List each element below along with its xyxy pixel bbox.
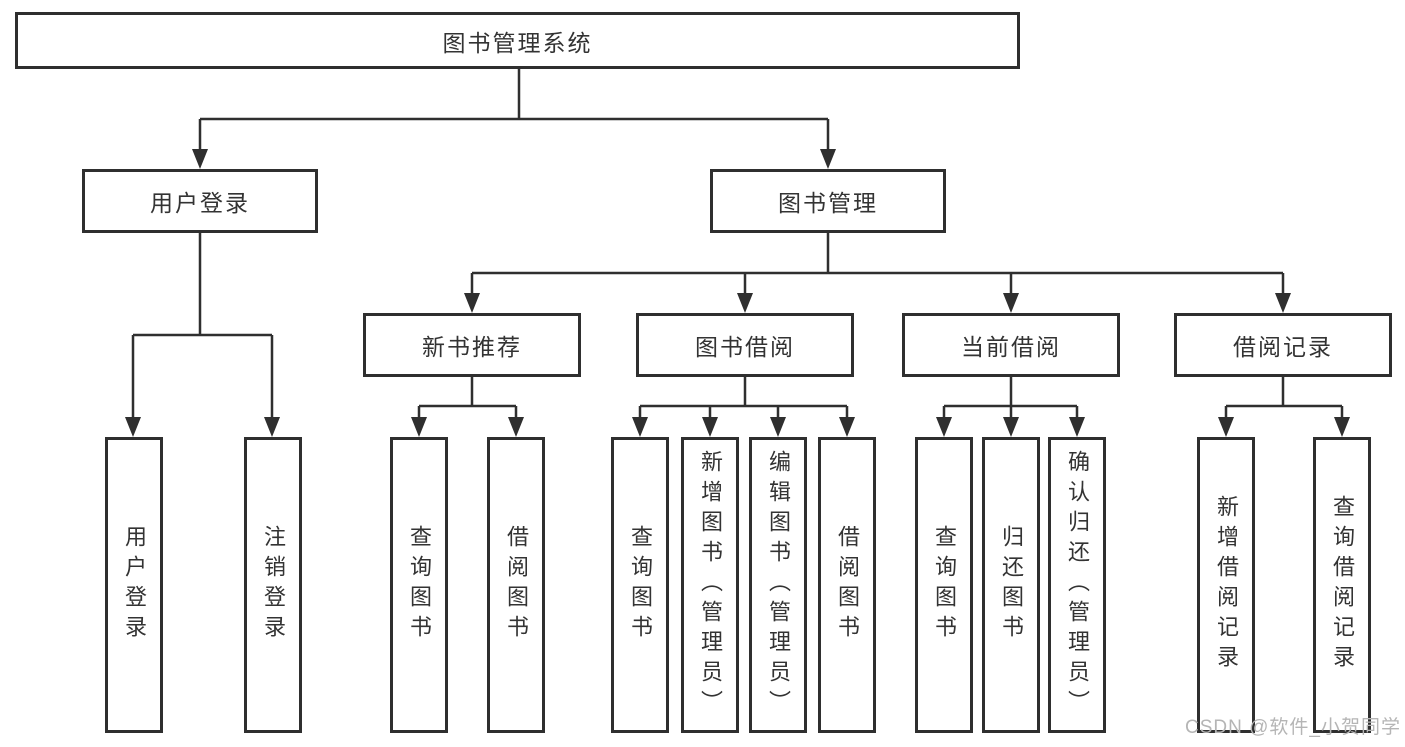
arrowhead-icon <box>1069 417 1085 437</box>
arrowhead-icon <box>125 417 141 437</box>
node-label: 编辑图书（管理员） <box>766 450 791 720</box>
node-label: 当前借阅 <box>961 334 1061 360</box>
node-user-login: 用户登录 <box>82 169 318 233</box>
node-book-borrowing: 图书借阅 <box>636 313 854 377</box>
arrowhead-icon <box>1003 293 1019 313</box>
connector-lines <box>131 69 1344 420</box>
node-borrowing-records: 借阅记录 <box>1174 313 1392 377</box>
node-label: 归还图书 <box>999 525 1024 645</box>
node-label: 图书管理 <box>778 190 878 216</box>
arrowhead-icon <box>1334 417 1350 437</box>
node-add-borrow-record: 新增借阅记录 <box>1197 437 1255 733</box>
node-label: 查询图书 <box>628 525 653 645</box>
node-new-book-recommend: 新书推荐 <box>363 313 581 377</box>
node-label: 借阅图书 <box>504 525 529 645</box>
arrowhead-icon <box>936 417 952 437</box>
connector-borrowing-records-children <box>1224 377 1344 420</box>
node-label: 查询图书 <box>407 525 432 645</box>
node-book-management: 图书管理 <box>710 169 946 233</box>
arrowhead-icon <box>411 417 427 437</box>
connector-book-management-children <box>470 233 1285 296</box>
arrowhead-icon <box>737 293 753 313</box>
node-label: 图书借阅 <box>695 334 795 360</box>
arrowhead-icon <box>702 417 718 437</box>
arrowheads <box>125 149 1350 437</box>
connector-book-borrowing-children <box>638 377 849 420</box>
arrowhead-icon <box>770 417 786 437</box>
arrowhead-icon <box>192 149 208 169</box>
node-label: 注销登录 <box>261 525 286 645</box>
node-query-books-borrowing: 查询图书 <box>611 437 669 733</box>
node-library-system: 图书管理系统 <box>15 12 1020 69</box>
node-confirm-return-admin: 确认归还（管理员） <box>1048 437 1106 733</box>
connector-new-book-children <box>417 377 518 420</box>
node-label: 借阅图书 <box>835 525 860 645</box>
node-borrow-books-borrowing: 借阅图书 <box>818 437 876 733</box>
node-label: 确认归还（管理员） <box>1065 450 1090 720</box>
node-query-borrow-record: 查询借阅记录 <box>1313 437 1371 733</box>
node-return-books: 归还图书 <box>982 437 1040 733</box>
connector-user-login-children <box>131 233 274 420</box>
node-label: 新增图书（管理员） <box>698 450 723 720</box>
node-borrow-books-recommend: 借阅图书 <box>487 437 545 733</box>
connector-root-to-level2 <box>198 69 830 152</box>
arrowhead-icon <box>1003 417 1019 437</box>
arrowhead-icon <box>839 417 855 437</box>
arrowhead-icon <box>508 417 524 437</box>
arrowhead-icon <box>820 149 836 169</box>
node-label: 用户登录 <box>122 525 147 645</box>
node-query-books-current: 查询图书 <box>915 437 973 733</box>
node-label: 新增借阅记录 <box>1214 495 1239 675</box>
arrowhead-icon <box>264 417 280 437</box>
node-query-books-recommend: 查询图书 <box>390 437 448 733</box>
node-label: 查询借阅记录 <box>1330 495 1355 675</box>
csdn-watermark: CSDN @软件_小贺同学 <box>1185 717 1401 738</box>
node-label: 新书推荐 <box>422 334 522 360</box>
node-add-books-admin: 新增图书（管理员） <box>681 437 739 733</box>
arrowhead-icon <box>632 417 648 437</box>
node-label: 用户登录 <box>150 190 250 216</box>
node-edit-books-admin: 编辑图书（管理员） <box>749 437 807 733</box>
arrowhead-icon <box>1218 417 1234 437</box>
arrowhead-icon <box>1275 293 1291 313</box>
arrowhead-icon <box>464 293 480 313</box>
node-label: 借阅记录 <box>1233 334 1333 360</box>
node-label: 图书管理系统 <box>442 29 593 56</box>
node-logout: 注销登录 <box>244 437 302 733</box>
connector-current-borrowing-children <box>942 377 1079 420</box>
node-user-login-leaf: 用户登录 <box>105 437 163 733</box>
node-current-borrowing: 当前借阅 <box>902 313 1120 377</box>
node-label: 查询图书 <box>932 525 957 645</box>
